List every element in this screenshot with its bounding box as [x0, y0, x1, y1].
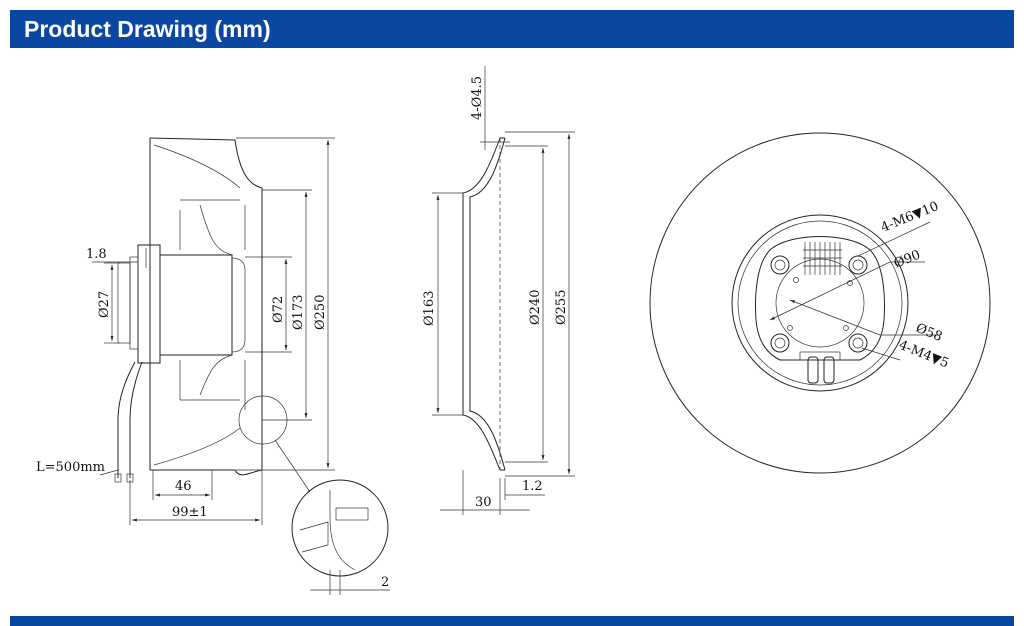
dim-1-8-label: 1.8 — [86, 247, 107, 262]
footer-bar — [10, 616, 1014, 626]
dim-30-label: 30 — [475, 495, 492, 510]
holes-label: 4-Ø4.5 — [470, 76, 485, 120]
dim-173-label: Ø173 — [291, 295, 306, 330]
dim-163-label: Ø163 — [422, 291, 437, 326]
dim-1-2-label: 1.2 — [522, 479, 543, 494]
dim-46-label: 46 — [175, 479, 192, 494]
dim-99-label: 99±1 — [172, 505, 208, 520]
inlet-ring-view: 4-Ø4.5 Ø163 Ø240 Ø255 30 1.2 — [422, 66, 575, 515]
mount-hole-bottom-left — [770, 333, 790, 353]
m4-label: 4-M4▼5 — [897, 338, 951, 372]
lead-length-label: L=500mm — [36, 460, 105, 475]
mount-hole-bottom-right — [848, 333, 868, 353]
mount-hole-top-left — [770, 255, 790, 275]
dim-250-label: Ø250 — [313, 295, 328, 330]
header-bar: Product Drawing (mm) — [10, 10, 1014, 48]
dim-240-label: Ø240 — [528, 290, 543, 325]
front-view: 4-M6▼10 Ø90 Ø58 4-M4▼5 — [649, 132, 991, 474]
dim-90-label: Ø90 — [892, 248, 923, 272]
dim-72-label: Ø72 — [271, 296, 286, 323]
dim-58-label: Ø58 — [914, 321, 945, 345]
mount-hole-top-right — [848, 255, 868, 275]
side-view: 1.8 Ø27 Ø72 Ø173 Ø250 L=500mm 46 99±1 2 — [36, 137, 390, 595]
dim-2-label: 2 — [381, 575, 389, 590]
m6-label: 4-M6▼10 — [879, 199, 941, 236]
page-title: Product Drawing (mm) — [24, 16, 271, 42]
dim-27-label: Ø27 — [97, 291, 112, 318]
dim-255-label: Ø255 — [554, 290, 569, 325]
